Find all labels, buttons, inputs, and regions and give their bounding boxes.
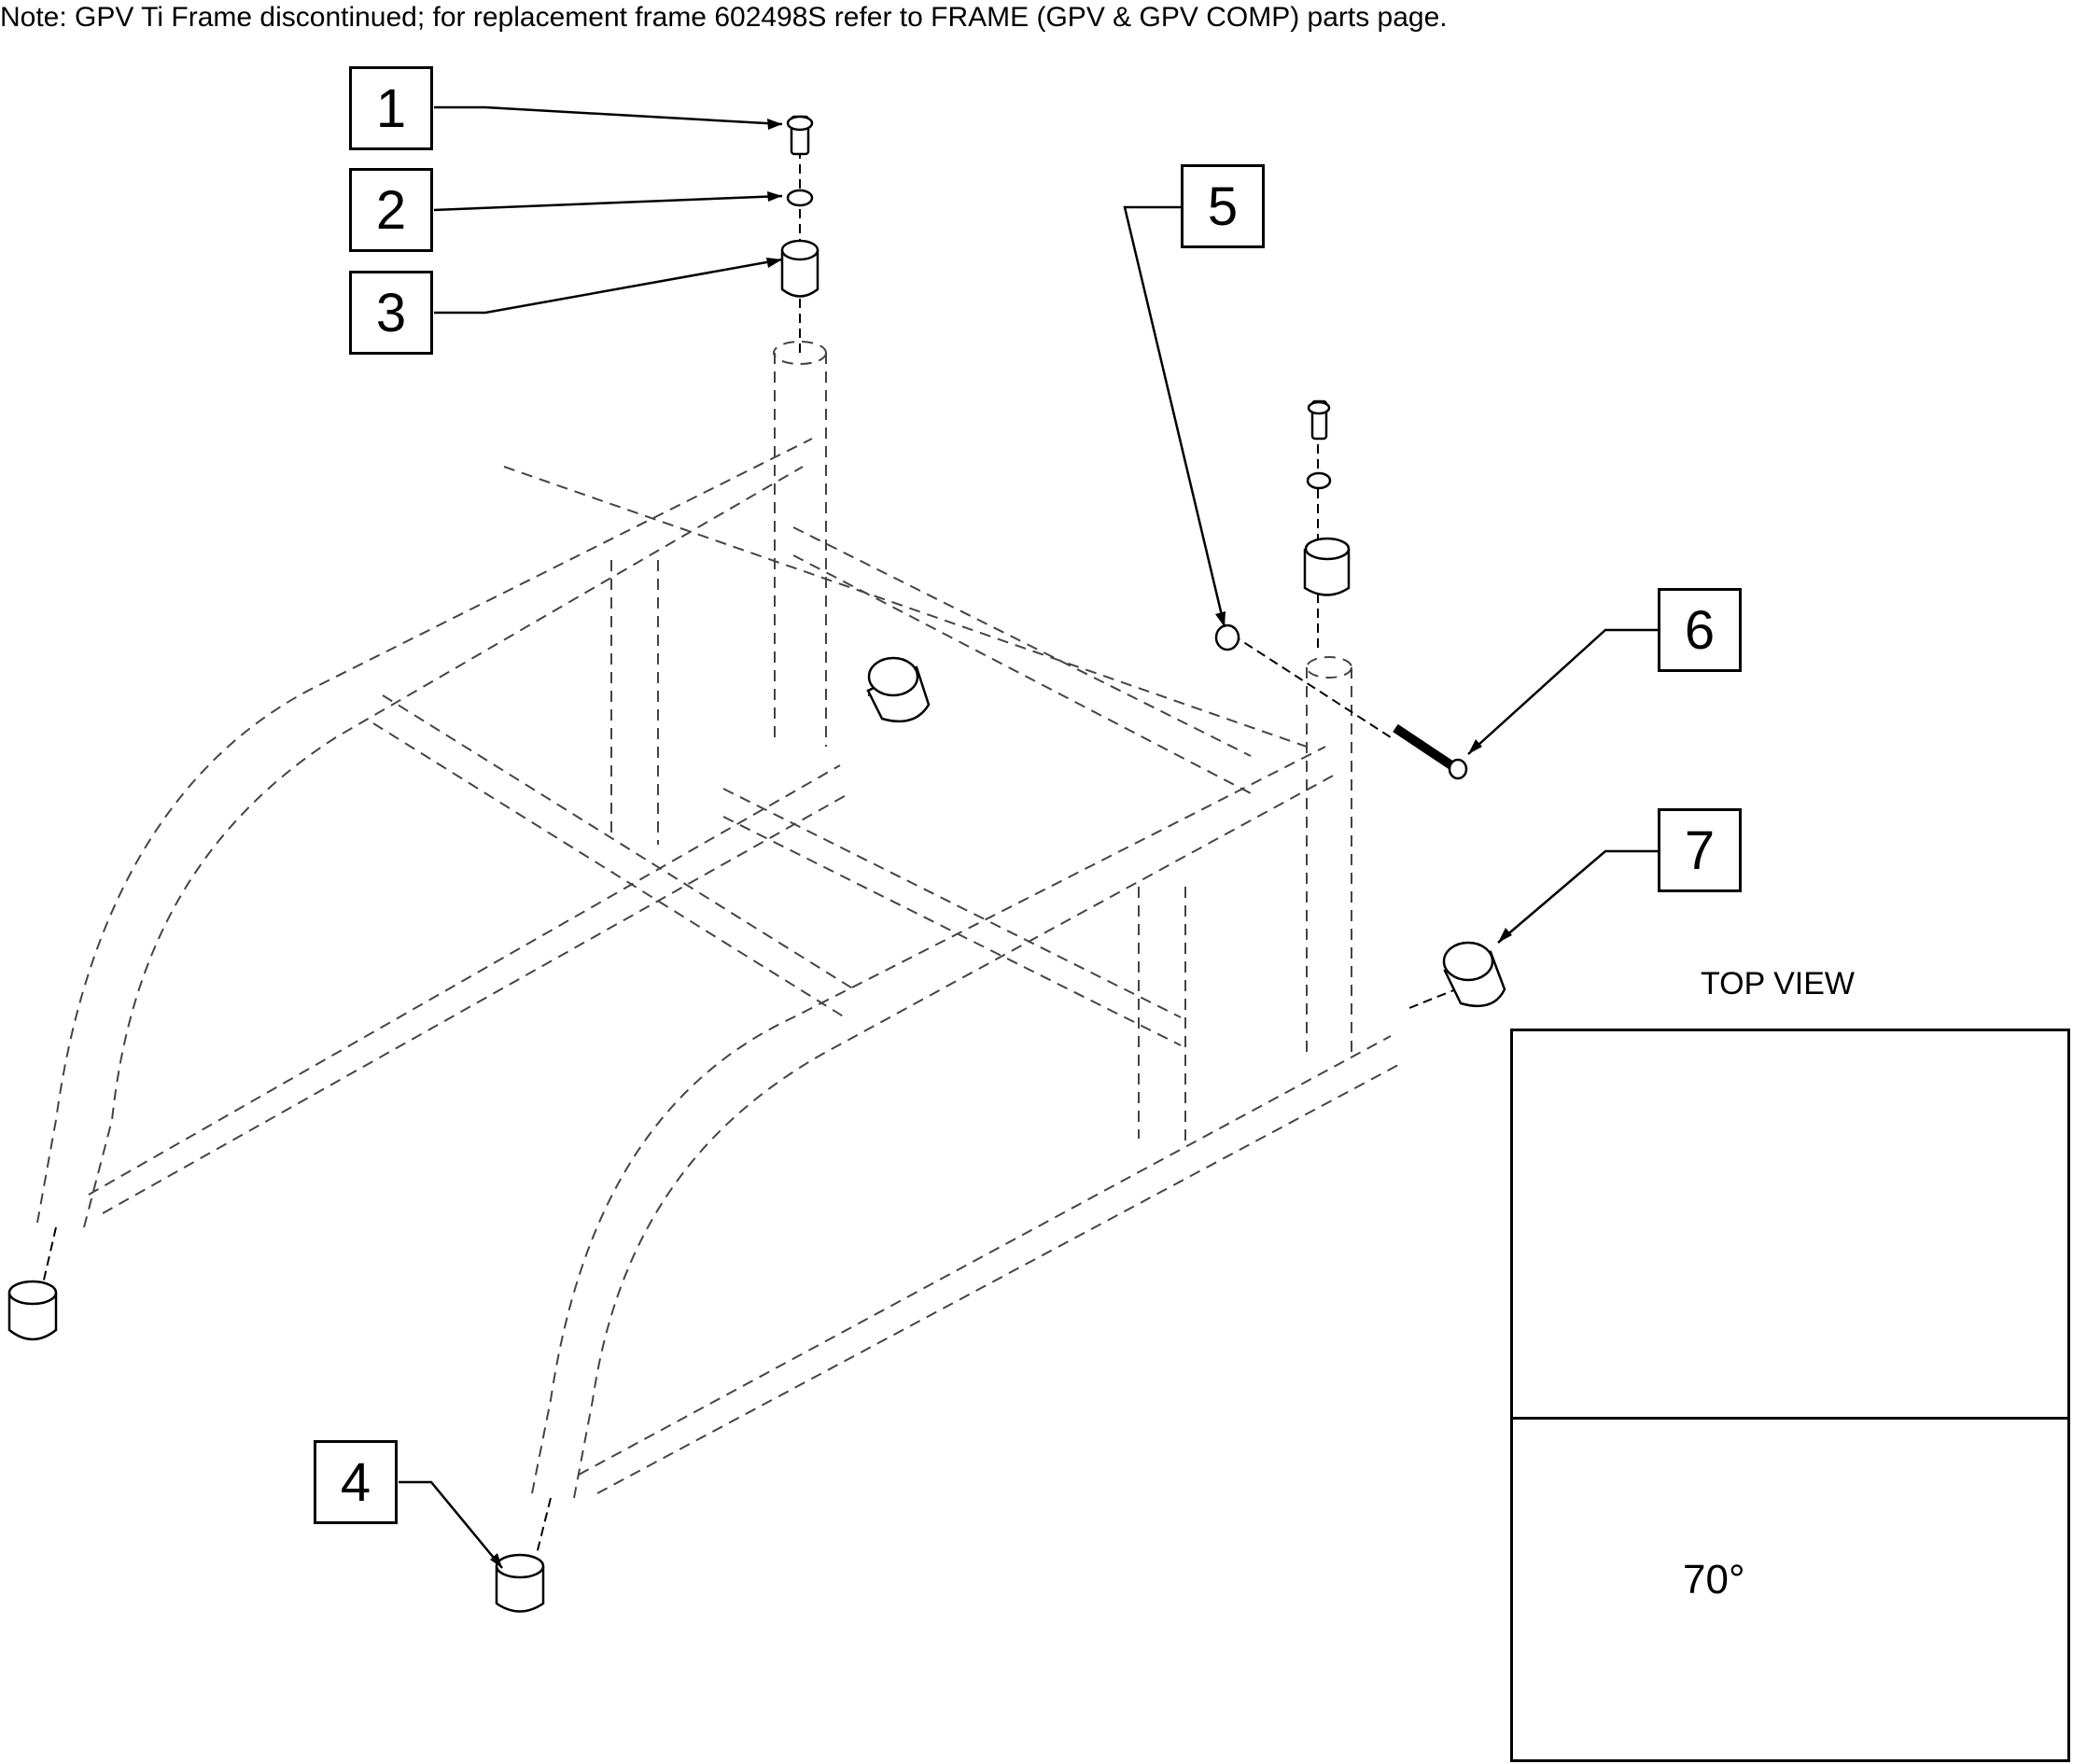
left-bottom-rail-inner	[102, 792, 850, 1214]
callout-1-label: 1	[375, 77, 407, 139]
right-back-post-top	[1306, 656, 1352, 679]
left-front-arc-inner	[83, 466, 804, 1228]
mid-crossbar	[503, 466, 1308, 748]
left-front-arc	[36, 438, 813, 1224]
callout-6-label: 6	[1684, 599, 1716, 661]
top-view-label: TOP VIEW	[1701, 966, 1856, 1001]
left-back-post-top	[773, 341, 827, 365]
callout-7-label: 7	[1684, 819, 1716, 881]
front-crossbar	[372, 694, 855, 1018]
top-view-panel	[1510, 1029, 2070, 1421]
right-back-post	[1306, 667, 1352, 1055]
side-view-panel	[1510, 1417, 2070, 1762]
leader-1	[434, 105, 783, 126]
callout-7: 7	[1658, 808, 1742, 892]
callout-1: 1	[349, 66, 433, 150]
leader-5	[1123, 205, 1226, 628]
left-bottom-rail	[88, 764, 841, 1196]
callout-3-label: 3	[375, 282, 407, 343]
caster-cup-left	[7, 1293, 58, 1341]
callout-2: 2	[349, 168, 433, 252]
right-inner-post	[1138, 887, 1186, 1148]
leader-7	[1497, 849, 1658, 944]
bushing-3	[780, 250, 819, 298]
nut-5	[1214, 623, 1240, 651]
caster-cup-4	[495, 1566, 545, 1613]
leader-3	[434, 258, 783, 315]
right-front-arc	[531, 746, 1326, 1494]
parts-note: Note: GPV Ti Frame discontinued; for rep…	[0, 2, 1448, 33]
callout-2-label: 2	[375, 179, 407, 241]
right-bottom-rail	[578, 1035, 1392, 1476]
bolt-6	[1393, 723, 1454, 770]
right-front-arc-inner	[573, 774, 1336, 1499]
angle-label: 70°	[1683, 1557, 1745, 1603]
washer-2	[786, 189, 814, 207]
callout-5: 5	[1181, 164, 1265, 248]
seat-crossbar	[722, 788, 1182, 1046]
left-inner-post	[610, 560, 659, 845]
callout-3: 3	[349, 271, 433, 355]
leader-6	[1467, 628, 1658, 755]
top-crossbar	[792, 526, 1252, 794]
callout-5-label: 5	[1207, 175, 1239, 237]
right-bottom-rail-inner	[596, 1063, 1401, 1494]
left-back-post	[774, 353, 827, 747]
callout-4: 4	[314, 1440, 398, 1524]
leader-4	[399, 1480, 503, 1569]
callout-4-label: 4	[340, 1451, 371, 1513]
callout-6: 6	[1658, 588, 1742, 672]
leader-2	[433, 194, 783, 212]
